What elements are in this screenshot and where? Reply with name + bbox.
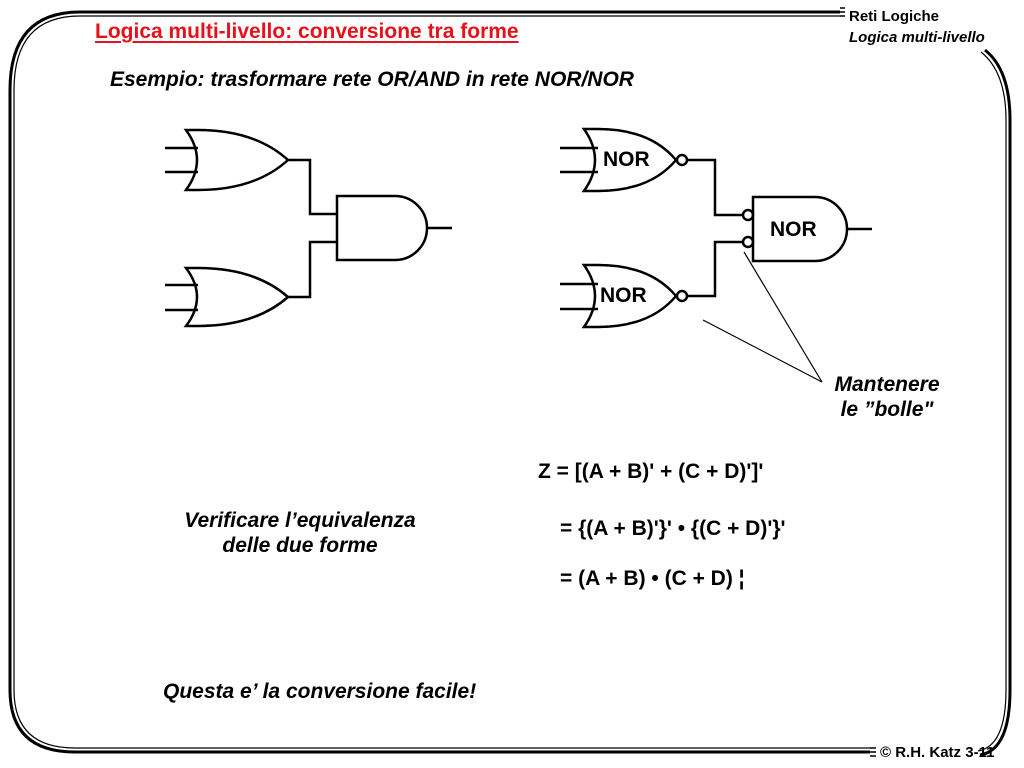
- nor-gate-top: [581, 127, 678, 193]
- copyright: © R.H. Katz 3-11: [880, 744, 995, 761]
- annotation-line-1: Mantenere: [834, 373, 940, 396]
- verify-note: Verificare l’equivalenza delle due forme: [140, 508, 460, 558]
- bubble-annotation: Mantenere le ”bolle": [812, 372, 962, 422]
- annotation-line-2: le ”bolle": [840, 398, 934, 421]
- or-gate-top: [183, 128, 290, 192]
- and-gate: [335, 194, 429, 262]
- or-and-circuit: [165, 128, 452, 328]
- section-name: Logica multi-livello: [849, 29, 985, 46]
- nor-nor-circuit: [560, 127, 872, 383]
- equation-2: = {(A + B)'}' • {(C + D)'}': [560, 517, 786, 540]
- nor-label-bottom: NOR: [600, 284, 647, 307]
- slide-title: Logica multi-livello: conversione tra fo…: [95, 20, 519, 43]
- nor-label-top: NOR: [603, 148, 650, 171]
- equation-3: = (A + B) • (C + D) ¦: [560, 567, 745, 590]
- nor-label-out: NOR: [770, 218, 817, 241]
- nor-gate-out: [751, 195, 849, 263]
- nor-gate-bottom: [581, 263, 678, 329]
- example-subtitle: Esempio: trasformare rete OR/AND in rete…: [110, 68, 634, 91]
- course-name: Reti Logiche: [849, 8, 940, 25]
- or-gate-bottom: [183, 266, 290, 328]
- verify-line-2: delle due forme: [222, 534, 378, 557]
- conversion-note: Questa e’ la conversione facile!: [163, 680, 477, 703]
- equation-1: Z = [(A + B)' + (C + D)']': [538, 460, 764, 483]
- verify-line-1: Verificare l’equivalenza: [184, 509, 416, 532]
